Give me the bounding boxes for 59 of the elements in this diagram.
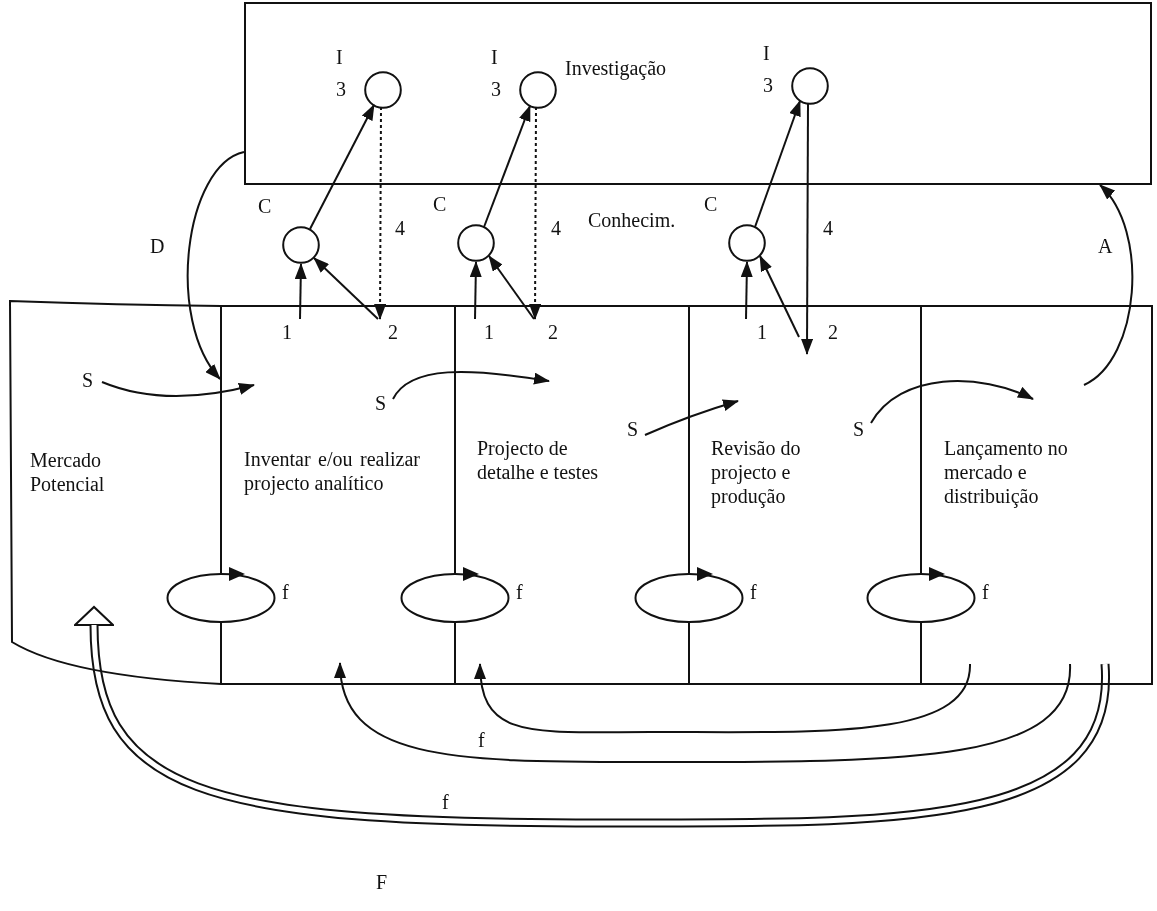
- arrow: [474, 663, 971, 734]
- arrow: [644, 399, 739, 436]
- stage-label: Projecto de detalhe e testes: [477, 436, 600, 484]
- stage-label: Mercado Potencial: [30, 448, 106, 496]
- arrow: [483, 105, 531, 228]
- node-annotation: f: [750, 580, 758, 605]
- arrow: [754, 100, 801, 228]
- node-annotation: C: [704, 192, 716, 217]
- arrow: [309, 104, 375, 230]
- node-label: S: [375, 391, 387, 415]
- stage-label: Inventar e/ou realizar projecto analítico: [244, 447, 420, 495]
- text-label: F: [376, 872, 388, 892]
- arrow: [392, 370, 550, 400]
- edge-label: 1: [282, 322, 292, 342]
- arrow: [801, 102, 814, 355]
- node-annotation: 3: [763, 73, 774, 98]
- node-label: S: [82, 368, 94, 392]
- node-annotation: I: [491, 45, 499, 70]
- edge-label: f: [442, 792, 449, 812]
- stage-label: Revisão do projecto e produção: [711, 436, 802, 508]
- node-annotation: f: [982, 580, 990, 605]
- node-annotation: I: [336, 45, 344, 70]
- node-annotation: C: [258, 194, 270, 219]
- edge-label: 4: [551, 218, 561, 238]
- edge-label: 1: [484, 322, 494, 342]
- edge-label: 4: [395, 218, 405, 238]
- node-annotation: 3: [491, 77, 502, 102]
- arrow: [186, 151, 245, 380]
- research-box: [244, 2, 1152, 185]
- node-annotation: 3: [336, 77, 347, 102]
- arrow: [740, 261, 753, 320]
- arrow: [488, 255, 535, 320]
- arrow: [101, 381, 255, 397]
- box-title: Investigação: [565, 56, 667, 80]
- node-label: S: [853, 417, 865, 441]
- edge-label: 2: [828, 322, 838, 342]
- dashed-arrow: [374, 106, 387, 320]
- stage-label: Lançamento no mercado e distribuição: [944, 436, 1069, 508]
- arrow: [469, 261, 482, 320]
- edge-label: f: [478, 730, 485, 750]
- edge-label: A: [1098, 236, 1113, 256]
- node-label: S: [627, 417, 639, 441]
- arrow: [870, 380, 1034, 424]
- edge-label: 4: [823, 218, 833, 238]
- arrow: [313, 257, 379, 320]
- text-label: Conhecim.: [588, 210, 676, 230]
- node-annotation: f: [516, 580, 524, 605]
- arrow: [759, 255, 800, 338]
- arrow: [1083, 184, 1134, 386]
- edge-label: 2: [388, 322, 398, 342]
- arrow: [294, 263, 307, 320]
- edge-label: 2: [548, 322, 558, 342]
- node-annotation: f: [282, 580, 290, 605]
- dashed-arrow: [529, 106, 542, 320]
- node-annotation: C: [433, 192, 445, 217]
- edge-label: D: [150, 236, 165, 256]
- edge-label: 1: [757, 322, 767, 342]
- node-annotation: I: [763, 41, 771, 66]
- arrow: [335, 662, 1071, 763]
